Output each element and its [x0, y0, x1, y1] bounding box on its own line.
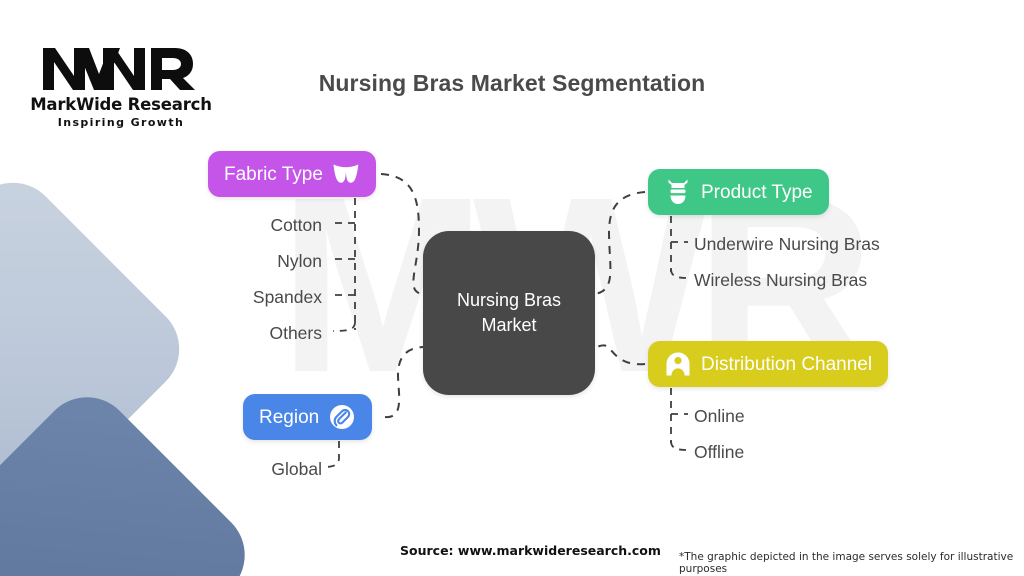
lingerie-set-icon	[664, 178, 692, 206]
branch-label-region: Region	[259, 406, 320, 428]
leaf-product-type-0[interactable]: Underwire Nursing Bras	[694, 234, 880, 254]
leaf-distribution-channel-0[interactable]: Online	[694, 406, 745, 426]
branch-node-distribution-channel[interactable]: Distribution Channel	[648, 341, 889, 387]
branch-node-region[interactable]: Region	[243, 394, 373, 440]
page-title: Nursing Bras Market Segmentation	[318, 70, 706, 96]
connector-core-product	[594, 191, 646, 295]
leaf-fabric-type-1[interactable]: Nylon	[277, 251, 322, 271]
decorative-square-light	[0, 163, 199, 535]
mwr-logo-icon	[43, 48, 195, 90]
connector-core-channel	[594, 344, 646, 366]
leaf-distribution-channel-1[interactable]: Offline	[694, 442, 745, 462]
brand-logo: MarkWide Research Inspiring Growth	[26, 32, 216, 129]
connector-core-fabric	[380, 173, 424, 295]
bra-icon	[332, 160, 360, 188]
disclaimer-note: *The graphic depicted in the image serve…	[679, 551, 1014, 575]
branch-node-product-type[interactable]: Product Type	[648, 169, 829, 215]
branch-node-fabric-type[interactable]: Fabric Type	[208, 151, 376, 197]
leaf-region-0[interactable]: Global	[271, 459, 322, 479]
connector-product-item-1	[670, 268, 689, 279]
connector-region-stem	[321, 441, 340, 468]
brand-name: MarkWide Research	[30, 95, 212, 114]
person-icon	[664, 350, 692, 378]
paperclip-icon	[328, 403, 356, 431]
branch-label-distribution-channel: Distribution Channel	[701, 353, 873, 375]
leaf-fabric-type-0[interactable]: Cotton	[270, 215, 322, 235]
connector-channel-item-1	[670, 440, 689, 451]
connector-core-region	[384, 346, 424, 419]
leaf-fabric-type-2[interactable]: Spandex	[252, 287, 322, 307]
connector-fabric-item-3	[332, 321, 356, 332]
source-credit: Source: www.markwideresearch.com	[400, 543, 661, 558]
core-node-label: Nursing Bras Market	[457, 288, 561, 338]
decorative-square-dark	[0, 378, 264, 576]
core-node[interactable]: Nursing Bras Market	[423, 231, 595, 395]
brand-tagline: Inspiring Growth	[57, 116, 185, 129]
branch-label-product-type: Product Type	[701, 181, 813, 203]
leaf-fabric-type-3[interactable]: Others	[269, 323, 322, 343]
branch-label-fabric-type: Fabric Type	[224, 163, 323, 185]
core-node-line1: Nursing Bras	[456, 290, 562, 310]
core-node-line2: Market	[481, 315, 537, 335]
leaf-product-type-1[interactable]: Wireless Nursing Bras	[694, 270, 868, 290]
